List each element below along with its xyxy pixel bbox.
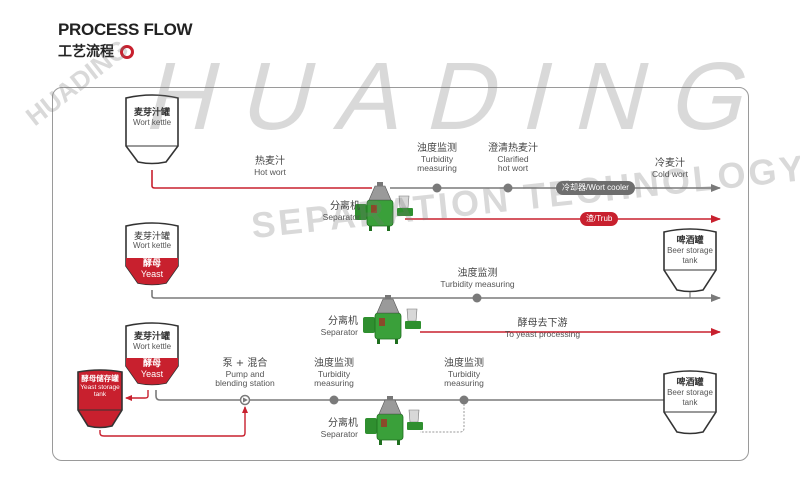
turbidity-4-label: 浊度监测 Turbidity measuring [434,358,494,389]
row1-tank-en: Wort kettle [132,118,172,128]
row3-beer-storage-tank [663,370,717,435]
cold-wort-en: Cold wort [652,168,688,179]
turbidity-2-en: Turbidity measuring [440,278,515,289]
trub-badge: 渣/Trub [580,212,619,226]
turbidity-2-cn: 浊度监测 [457,268,498,279]
storage-return-line [99,406,248,437]
hot-wort-line [151,170,372,189]
row3-beer-tank-label: 啤酒罐 Beer storage tank [664,378,716,407]
clarified-label: 澄清热麦汁 Clarified hot wort [478,143,548,174]
hot-wort-en: Hot wort [254,166,286,177]
clarified-cn: 澄清热麦汁 [488,143,538,154]
yeast-to-storage-line [125,390,149,401]
yeast-out-label: 酵母去下游 To yeast processing [495,318,590,339]
separator-2-icon [362,294,422,345]
pump-label: 泵 + 混合 Pump and blending station [205,358,285,389]
turbidity-1-en1: Turbidity [420,153,454,164]
row2-yeast-cn: 酵母 [142,259,161,269]
row2-beer-storage-tank [663,228,717,298]
separator-3-label: 分离机 Separator [298,418,358,439]
row3-wort-kettle-tank [125,322,179,386]
row2-beer-tank-label: 啤酒罐 Beer storage tank [664,236,716,265]
turbidity-sensor-1 [432,183,442,193]
yeast-storage-tank [77,369,123,429]
turbidity-1-en2: measuring [417,163,457,174]
turbidity-2-label: 浊度监测 Turbidity measuring [420,268,535,289]
cold-wort-cn: 冷麦汁 [655,158,685,169]
separator-1-en: Separator [322,211,360,222]
turbidity-1-label: 浊度监测 Turbidity measuring [407,143,467,174]
row3-yeast-cn: 酵母 [142,359,161,369]
pump-en1: Pump and [225,368,265,379]
yeast-out-en: To yeast processing [504,328,581,339]
turbidity-3-cn: 浊度监测 [314,358,354,369]
row3-tank-en: Wort kettle [132,342,172,352]
separator-3-cn: 分离机 [328,418,358,429]
clarified-node [503,183,513,193]
clarified-en1: Clarified [497,153,529,164]
clarified-en2: hot wort [497,163,529,174]
turbidity-sensor-4 [459,395,469,405]
row3-tank-cn: 麦芽汁罐 [133,332,170,342]
separator-1-label: 分离机 Separator [300,201,360,222]
row2-main-line [151,290,721,302]
row1-wort-kettle-tank [125,94,179,165]
row3-beer-tank-cn: 啤酒罐 [676,378,704,388]
separator-1-cn: 分离机 [330,201,360,212]
row2-beer-tank-cn: 啤酒罐 [676,236,704,246]
yeast-out-cn: 酵母去下游 [517,318,568,329]
turbidity-1-cn: 浊度监测 [417,143,457,154]
turbidity-sensor-3 [329,395,339,405]
row3-beer-tank-en2: tank [682,397,698,407]
hot-wort-cn: 热麦汁 [255,156,285,167]
return-dotted-line [420,404,465,433]
separator-2-cn: 分离机 [328,316,358,327]
ring-icon [120,45,134,59]
row3-tank-label: 麦芽汁罐 Wort kettle [126,332,178,352]
yeast-storage-en2: tank [93,391,107,399]
pump-cn: 泵 + 混合 [222,358,268,369]
row3-yeast-label: 酵母 Yeast [126,359,178,380]
separator-3-icon [364,395,424,446]
turbidity-3-en2: measuring [314,378,354,389]
turbidity-4-cn: 浊度监测 [444,358,484,369]
row2-beer-tank-en2: tank [682,255,698,265]
turbidity-4-en2: measuring [444,378,484,389]
turbidity-sensor-2 [472,293,482,303]
hot-wort-label: 热麦汁 Hot wort [240,156,300,177]
row3-main-line [155,390,701,404]
row3-beer-tank-en1: Beer storage [667,388,713,398]
turbidity-4-en1: Turbidity [447,368,481,379]
pump-en2: blending station [215,378,275,389]
separator-2-label: 分离机 Separator [298,316,358,337]
row2-wort-kettle-tank [125,222,179,286]
row2-tank-cn: 麦芽汁罐 [133,231,170,241]
turbidity-3-en1: Turbidity [317,368,351,379]
separator-1-icon [354,181,414,232]
row2-tank-label: 麦芽汁罐 Wort kettle [126,231,178,251]
row2-beer-tank-en1: Beer storage [667,246,713,256]
row1-tank-cn: 麦芽汁罐 [133,108,170,118]
turbidity-3-label: 浊度监测 Turbidity measuring [304,358,364,389]
yeast-storage-label: 酵母储存罐 Yeast storage tank [76,374,124,399]
yeast-storage-cn: 酵母储存罐 [81,374,119,383]
page-title-cn: 工艺流程 [58,44,114,60]
row2-yeast-label: 酵母 Yeast [126,259,178,280]
yeast-storage-en1: Yeast storage [80,383,120,391]
row1-tank-label: 麦芽汁罐 Wort kettle [126,108,178,128]
wort-cooler-badge: 冷却器/Wort cooler [556,181,635,195]
separator-3-en: Separator [320,428,358,439]
diagram-frame [52,87,749,461]
row2-tank-en: Wort kettle [132,241,172,251]
row3-yeast-en: Yeast [140,369,164,380]
page-title-en: PROCESS FLOW [58,20,193,39]
row2-yeast-en: Yeast [140,269,164,280]
cold-wort-label: 冷麦汁 Cold wort [640,158,700,179]
separator-2-en: Separator [320,326,358,337]
